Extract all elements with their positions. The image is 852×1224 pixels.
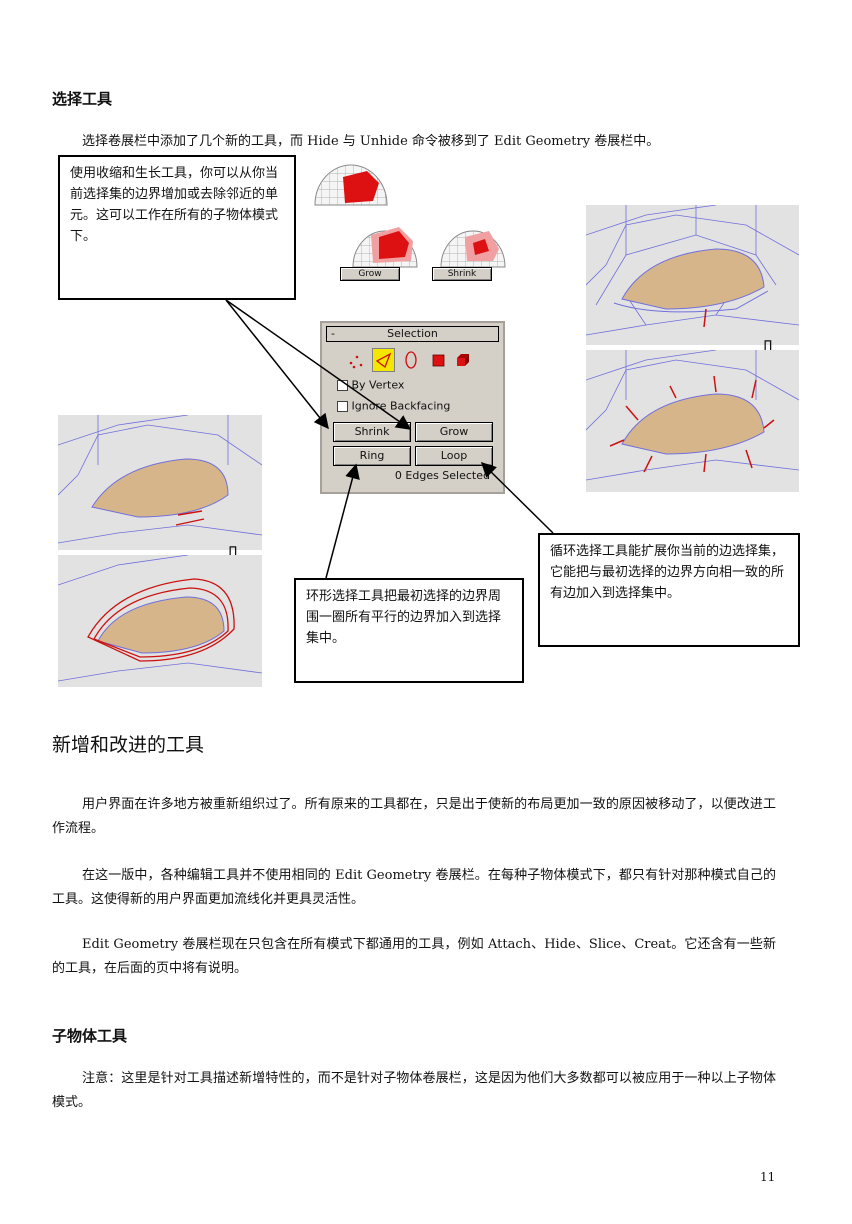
by-vertex-label: By Vertex bbox=[351, 378, 405, 392]
eye-image-loop-after bbox=[586, 350, 799, 492]
paragraph-4: 注意：这里是针对工具描述新增特性的，而不是针对子物体卷展栏，这是因为他们大多数都… bbox=[52, 1071, 776, 1110]
polygon-icon[interactable] bbox=[428, 349, 450, 371]
paragraph-3: Edit Geometry 卷展栏现在只包含在所有模式下都通用的工具，例如 At… bbox=[52, 937, 776, 976]
eye-image-ring-before bbox=[58, 415, 262, 550]
vertex-icon[interactable] bbox=[346, 349, 368, 371]
callout-arrows bbox=[225, 299, 554, 579]
callout-ring-text: 环形选择工具把最初选择的边界周围一圈所有平行的边界加入到选择集中。 bbox=[306, 589, 502, 646]
ignore-backfacing-checkbox[interactable]: Ignore Backfacing bbox=[337, 399, 450, 413]
eye-mesh-loop-after bbox=[586, 350, 799, 492]
edge-icon[interactable] bbox=[372, 348, 395, 372]
section-title-new-tools: 新增和改进的工具 bbox=[52, 734, 205, 756]
ignore-backfacing-label: Ignore Backfacing bbox=[351, 399, 451, 413]
loop-button[interactable]: Loop bbox=[415, 446, 493, 466]
callout-ring: 环形选择工具把最初选择的边界周围一圈所有平行的边界加入到选择集中。 bbox=[294, 578, 524, 683]
element-icon[interactable] bbox=[452, 349, 474, 371]
callout-loop: 循环选择工具能扩展你当前的边选择集，它能把与最初选择的边界方向相一致的所有边加入… bbox=[538, 533, 800, 647]
eye-mesh-ring-before bbox=[58, 415, 262, 550]
collapse-icon[interactable]: - bbox=[331, 327, 335, 340]
border-icon[interactable] bbox=[400, 349, 422, 371]
section-title-selection-tools: 选择工具 bbox=[52, 90, 113, 108]
rollout-title-bar[interactable]: - Selection bbox=[326, 326, 499, 342]
callout-grow-shrink-text: 使用收缩和生长工具，你可以从你当前选择集的边界增加或去除邻近的单元。这可以工作在… bbox=[70, 166, 279, 244]
grow-button[interactable]: Grow bbox=[415, 422, 493, 442]
callout-grow-shrink: 使用收缩和生长工具，你可以从你当前选择集的边界增加或去除邻近的单元。这可以工作在… bbox=[58, 155, 296, 300]
eye-image-ring-after bbox=[58, 555, 262, 687]
selection-status: 0 Edges Selected bbox=[394, 469, 490, 482]
callout-loop-text: 循环选择工具能扩展你当前的边选择集，它能把与最初选择的边界方向相一致的所有边加入… bbox=[550, 544, 785, 601]
eye-mesh-loop-before bbox=[586, 205, 799, 345]
page-number: 11 bbox=[760, 1170, 776, 1184]
ring-button[interactable]: Ring bbox=[333, 446, 411, 466]
eye-image-loop-before bbox=[586, 205, 799, 345]
spheres-illustration bbox=[313, 157, 508, 287]
shrink-button[interactable]: Shrink bbox=[333, 422, 411, 442]
eye-mesh-ring-after bbox=[58, 555, 262, 687]
section-intro: 选择卷展栏中添加了几个新的工具，而 Hide 与 Unhide 命令被移到了 E… bbox=[82, 134, 660, 149]
section-title-subobject-tools: 子物体工具 bbox=[52, 1027, 128, 1045]
paragraph-2: 在这一版中，各种编辑工具并不使用相同的 Edit Geometry 卷展栏。在每… bbox=[52, 868, 776, 907]
rollout-title: Selection bbox=[387, 327, 438, 340]
ignore-backfacing-check[interactable] bbox=[337, 400, 348, 412]
figure-shrink-button[interactable]: Shrink bbox=[432, 267, 492, 281]
paragraph-1: 用户界面在许多地方被重新组织过了。所有原来的工具都在，只是出于使新的布局更加一致… bbox=[52, 797, 776, 836]
figure-grow-button[interactable]: Grow bbox=[340, 267, 400, 281]
grow-shrink-sphere-figure: Grow Shrink bbox=[313, 157, 508, 287]
